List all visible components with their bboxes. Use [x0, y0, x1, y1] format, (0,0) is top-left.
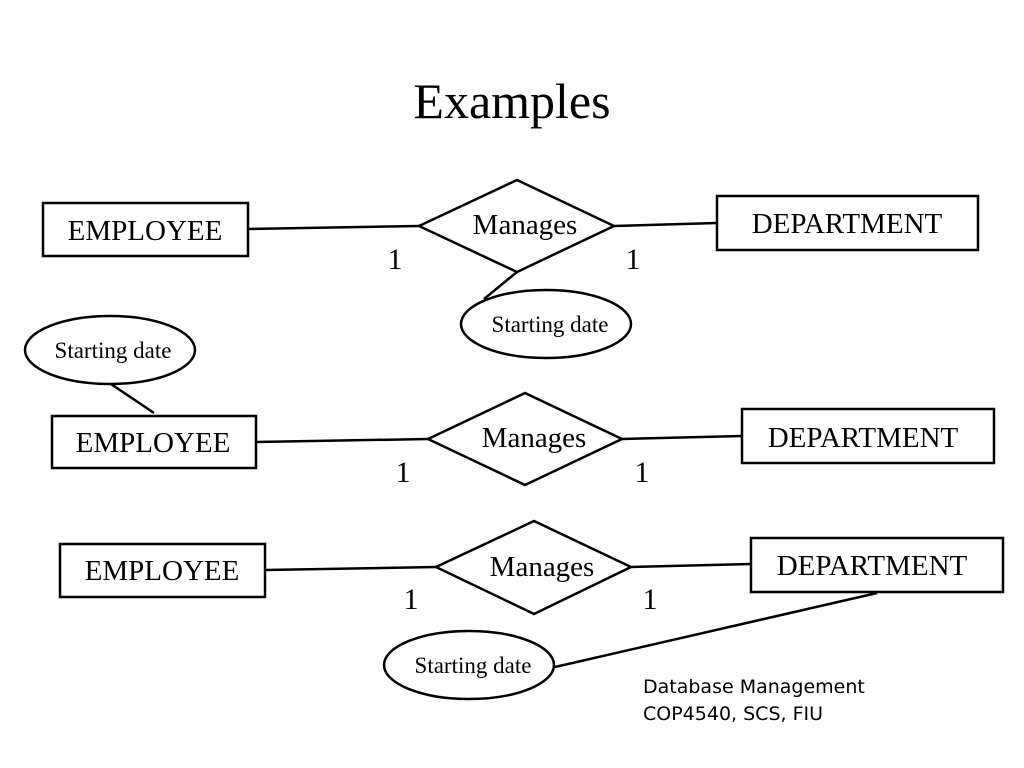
entity-department-label: DEPARTMENT [777, 550, 968, 582]
relationship-manages-label: Manages [490, 551, 595, 583]
attribute-starting-date [459, 288, 633, 360]
entity-department [715, 194, 980, 252]
cardinality-right: 1 [635, 456, 650, 489]
cardinality-left: 1 [396, 456, 411, 489]
attribute-starting-date-label: Starting date [492, 312, 609, 337]
relationship-manages [416, 178, 617, 274]
connector-employee-manages [255, 437, 429, 444]
er-diagram-1 [41, 178, 980, 360]
relationship-manages-label: Manages [473, 209, 578, 241]
connector-manages-attribute [483, 271, 518, 300]
relationship-manages [433, 519, 634, 616]
connector-employee-manages [264, 565, 437, 572]
footer-course-info: COP4540, SCS, FIU [643, 703, 824, 725]
attribute-starting-date [382, 629, 556, 701]
connector-manages-department [630, 562, 752, 569]
connector-department-attribute [554, 591, 878, 669]
entity-employee-label: EMPLOYEE [76, 427, 231, 459]
connector-manages-department [621, 434, 743, 441]
footer-course-title: Database Management [643, 676, 865, 698]
cardinality-left: 1 [388, 243, 403, 276]
cardinality-right: 1 [643, 583, 658, 616]
connector-employee-manages [247, 224, 420, 231]
attribute-starting-date-label: Starting date [55, 338, 172, 363]
entity-employee [58, 542, 267, 599]
entity-employee-label: EMPLOYEE [85, 555, 240, 587]
entity-department-label: DEPARTMENT [768, 422, 959, 454]
relationship-manages [425, 391, 625, 487]
slide-footer: Database Management COP4540, SCS, FIU [643, 674, 865, 728]
slide-title: Examples [413, 73, 610, 129]
attribute-starting-date [23, 314, 197, 386]
relationship-manages-label: Manages [482, 422, 587, 454]
cardinality-right: 1 [626, 243, 641, 276]
cardinality-left: 1 [404, 583, 419, 616]
entity-employee-label: EMPLOYEE [68, 215, 223, 247]
entity-employee [50, 414, 258, 470]
entity-department [749, 536, 1005, 594]
entity-employee [41, 201, 250, 258]
connector-manages-department [613, 221, 718, 228]
er-diagram-3 [58, 519, 1005, 701]
connector-attribute-employee [110, 382, 155, 415]
entity-department-label: DEPARTMENT [752, 208, 943, 240]
er-diagram-2 [23, 314, 996, 487]
attribute-starting-date-label: Starting date [415, 653, 532, 678]
entity-department [740, 407, 996, 465]
